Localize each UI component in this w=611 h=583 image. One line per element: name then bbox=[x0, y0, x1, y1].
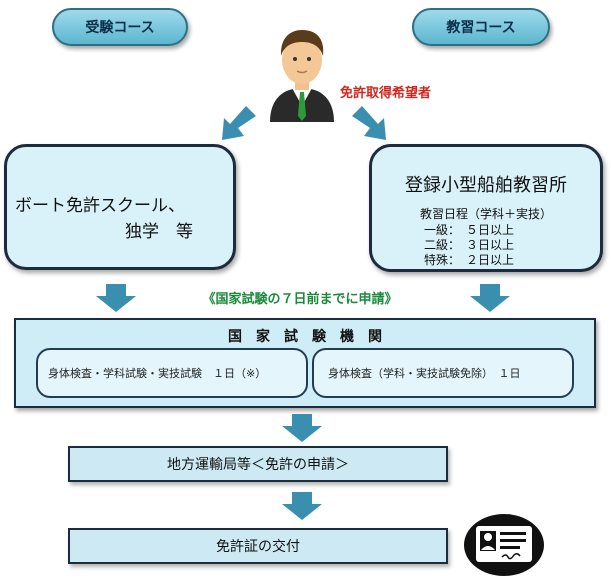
national-exam-title: 国 家 試 験 機 関 bbox=[228, 329, 382, 345]
arrow-down-icon bbox=[96, 284, 136, 312]
license-card-icon bbox=[462, 512, 546, 578]
left-route-line2: 独学 等 bbox=[125, 222, 193, 242]
exam-full-label: 身体検査・学科試験・実技試験 １日（※） bbox=[48, 367, 267, 380]
arrow-down-icon bbox=[352, 106, 392, 142]
schedule-row: 一級： ５日以上 bbox=[424, 223, 515, 237]
left-route-box: ボート免許スクール、 独学 等 bbox=[4, 144, 236, 270]
person-icon bbox=[262, 26, 342, 124]
training-course-pill: 教習コース bbox=[412, 8, 550, 46]
transport-bureau-label: 地方運輸局等＜免許の申請＞ bbox=[167, 457, 349, 473]
schedule-row: 二級： ３日以上 bbox=[424, 238, 515, 252]
exam-exempt-label: 身体検査（学科・実技試験免除） １日 bbox=[328, 367, 521, 380]
arrow-down-icon bbox=[282, 492, 322, 520]
license-issue-box: 免許証の交付 bbox=[68, 528, 448, 564]
school-title: 登録小型船舶教習所 bbox=[405, 175, 567, 196]
exam-exempt-item: 身体検査（学科・実技試験免除） １日 bbox=[312, 348, 574, 398]
transport-bureau-box: 地方運輸局等＜免許の申請＞ bbox=[68, 446, 448, 482]
arrow-down-icon bbox=[470, 284, 510, 312]
schedule-header: 教習日程（学科＋実技） bbox=[419, 207, 552, 221]
right-route-box: 登録小型船舶教習所 教習日程（学科＋実技） 一級： ５日以上 二級： ３日以上 … bbox=[369, 144, 603, 272]
training-course-label: 教習コース bbox=[446, 20, 516, 36]
deadline-notice: 《国家試験の７日前までに申請》 bbox=[202, 292, 398, 307]
national-exam-box: 国 家 試 験 機 関 身体検査・学科試験・実技試験 １日（※） 身体検査（学科… bbox=[14, 318, 596, 408]
left-route-line1: ボート免許スクール、 bbox=[15, 196, 185, 216]
exam-course-label: 受験コース bbox=[85, 20, 155, 36]
applicant-label: 免許取得希望者 bbox=[340, 86, 432, 101]
exam-course-pill: 受験コース bbox=[52, 8, 188, 46]
arrow-down-icon bbox=[216, 106, 256, 142]
arrow-down-icon bbox=[282, 414, 322, 442]
license-issue-label: 免許証の交付 bbox=[216, 539, 300, 555]
exam-full-item: 身体検査・学科試験・実技試験 １日（※） bbox=[36, 348, 308, 398]
schedule-row: 特殊： ２日以上 bbox=[424, 253, 515, 267]
